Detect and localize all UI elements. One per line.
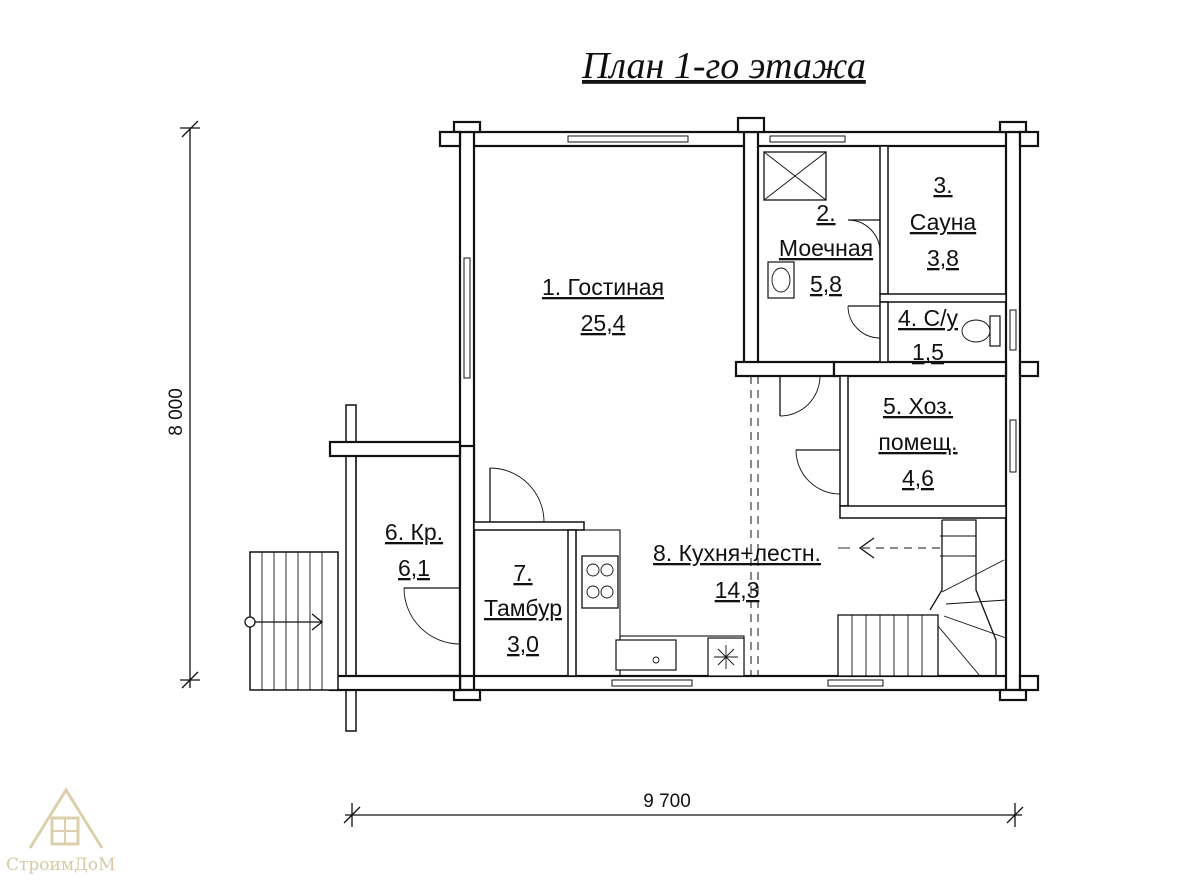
staircase xyxy=(837,519,1007,677)
fixtures xyxy=(575,151,1001,677)
room-vestibule-number: 7. xyxy=(513,560,532,586)
room-porch-name: 6. Кр. xyxy=(385,519,443,545)
room-utility: 5. Хоз. помещ. 4,6 xyxy=(878,393,957,491)
room-sauna-area: 3,8 xyxy=(927,245,959,271)
room-utility-name-2: помещ. xyxy=(878,429,957,455)
room-wash-area: 5,8 xyxy=(810,271,842,297)
room-kitchen-name: 8. Кухня+лестн. xyxy=(653,540,821,566)
room-porch: 6. Кр. 6,1 xyxy=(385,519,443,581)
room-sauna: 3. Сауна 3,8 xyxy=(910,172,977,271)
watermark-logo: СтроимДоМ xyxy=(6,787,116,875)
porch xyxy=(244,404,462,732)
room-kitchen-area: 14,3 xyxy=(715,577,760,603)
room-kitchen: 8. Кухня+лестн. 14,3 xyxy=(653,540,821,603)
room-vestibule: 7. Тамбур 3,0 xyxy=(484,560,562,657)
room-wc-area: 1,5 xyxy=(912,339,944,365)
height-dimension-label: 8 000 xyxy=(166,388,187,436)
room-porch-area: 6,1 xyxy=(398,555,430,581)
room-wash: 2. Моечная 5,8 xyxy=(779,200,873,297)
room-wash-number: 2. xyxy=(816,200,835,226)
room-wc-name: 4. С/у xyxy=(898,305,959,331)
room-utility-area: 4,6 xyxy=(902,465,934,491)
width-dimension: 9 700 xyxy=(343,791,1024,827)
room-living-name: 1. Гостиная xyxy=(542,274,664,300)
interior-walls xyxy=(458,116,1040,678)
windows xyxy=(463,135,1017,687)
watermark-text: СтроимДоМ xyxy=(6,855,116,875)
room-vestibule-name: Тамбур xyxy=(484,595,562,621)
room-utility-name: 5. Хоз. xyxy=(883,393,953,419)
room-vestibule-area: 3,0 xyxy=(507,631,539,657)
room-living: 1. Гостиная 25,4 xyxy=(542,274,664,336)
room-sauna-name: Сауна xyxy=(910,209,977,235)
plan-title: План 1-го этажа xyxy=(581,45,866,87)
width-dimension-label: 9 700 xyxy=(643,791,691,812)
doors xyxy=(403,219,881,645)
room-wash-name: Моечная xyxy=(779,235,873,261)
room-wc: 4. С/у 1,5 xyxy=(898,305,959,365)
room-living-area: 25,4 xyxy=(581,310,626,336)
room-sauna-number: 3. xyxy=(933,172,952,198)
height-dimension: 8 000 xyxy=(166,120,200,689)
